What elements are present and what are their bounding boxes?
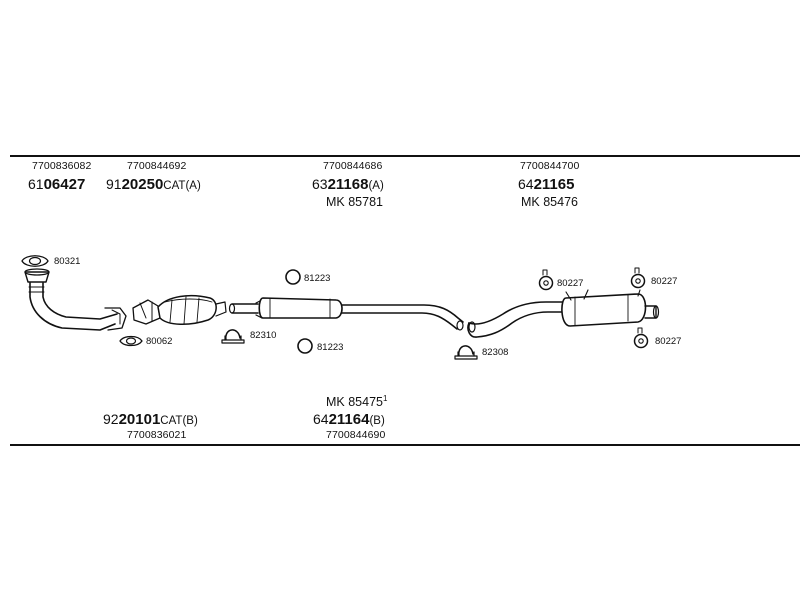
rear-silencer-mounting-kit: MK 85476 [521,195,578,209]
clamp-icon [454,345,478,360]
clamp-rear-ref: 82308 [482,347,509,358]
ring-upper-ref: 81223 [304,273,331,284]
catalyst-a-part-main: 20250 [121,176,164,193]
middle-silencer-icon [228,297,464,331]
middle-silencer-b-mk-text: MK 85475 [326,395,383,410]
middle-silencer-a-mounting-kit: MK 85781 [326,195,383,209]
ring-lower-ref: 81223 [317,342,344,353]
middle-silencer-b-part-number: 6421164(B) [313,411,385,429]
middle-silencer-b-mk-note: 1 [382,394,388,403]
catalyst-b-oe-number: 7700836021 [127,429,187,441]
catalyst-b-part-prefix: 92 [103,411,119,427]
middle-silencer-b-part-prefix: 64 [313,411,329,427]
rear-silencer-part-main: 21165 [533,176,575,193]
middle-silencer-b-mounting-kit: MK 854751 [326,394,387,409]
catalyst-a-part-number: 9120250CAT(A) [106,176,201,194]
middle-silencer-a-oe-number: 7700844686 [323,160,383,172]
top-divider-line [10,155,800,157]
rear-silencer-part-prefix: 64 [518,176,534,192]
clamp-mid-ref: 82310 [250,330,277,341]
rubber-hanger-icon [538,269,554,291]
sealing-ring-icon [297,338,313,354]
middle-silencer-a-part-main: 21168 [327,176,369,193]
catalyst-a-oe-number: 7700844692 [127,160,187,172]
gasket-front-ref: 80321 [54,256,81,267]
middle-silencer-a-part-number: 6321168(A) [312,176,384,194]
gasket-cat-ref: 80062 [146,336,173,347]
front-pipe-part-number: 6106427 [28,176,85,193]
rear-silencer-oe-number: 7700844700 [520,160,580,172]
middle-silencer-b-part-suffix: (B) [369,415,385,427]
catalytic-converter-icon [132,295,227,325]
front-pipe-oe-number: 7700836082 [32,160,92,172]
rubber-hanger-icon [630,267,646,289]
clamp-icon [221,329,245,344]
bottom-divider-line [10,444,800,446]
middle-silencer-a-part-prefix: 63 [312,176,328,192]
sealing-ring-icon [285,269,301,285]
rubber-hanger-icon [633,327,649,349]
catalyst-a-part-suffix: CAT(A) [163,180,201,192]
front-pipe-part-prefix: 61 [28,176,44,192]
catalyst-b-part-main: 20101 [118,411,161,428]
hanger-1-ref: 80227 [557,278,584,289]
front-pipe-part-main: 06427 [43,176,86,193]
rear-silencer-icon [467,289,660,338]
catalyst-b-part-number: 9220101CAT(B) [103,411,198,429]
hanger-3-ref: 80227 [655,336,682,347]
hanger-2-ref: 80227 [651,276,678,287]
catalyst-a-part-prefix: 91 [106,176,122,192]
catalyst-b-part-suffix: CAT(B) [160,415,198,427]
middle-silencer-a-part-suffix: (A) [368,180,384,192]
gasket-icon [119,335,143,347]
middle-silencer-b-oe-number: 7700844690 [326,429,386,441]
gasket-icon [21,255,49,267]
rear-silencer-part-number: 6421165 [518,176,574,193]
front-pipe-icon [24,268,127,331]
middle-silencer-b-part-main: 21164 [328,411,370,428]
